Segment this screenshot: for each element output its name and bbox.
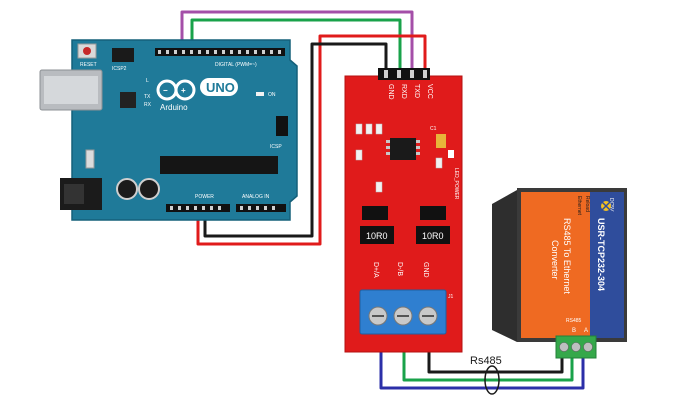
diode-1: [362, 206, 388, 220]
wire-green-txd: [190, 18, 402, 76]
converter-case-side: [492, 190, 517, 342]
converter-reload-label: Reload: [584, 196, 590, 212]
terminal-b-label: D-/B: [396, 262, 403, 276]
uno-badge: [200, 78, 238, 96]
icsp-header: [276, 116, 288, 136]
max485-chip: [390, 138, 416, 160]
converter-a-label: A: [584, 328, 588, 334]
converter-orange-face: [521, 192, 590, 338]
arduino-uno-board: RESET ICSP2 DIGITAL (PWM=~) − + Arduino …: [39, 39, 298, 221]
wire-purple-rxd: [180, 10, 414, 76]
led-power-label: LED_POWER: [453, 168, 459, 200]
wire-green-b: [402, 335, 574, 382]
power-header: [166, 204, 230, 212]
converter-rs485-label: RS485: [566, 318, 582, 324]
wire-black-gnd: [203, 42, 388, 238]
arduino-brand: Arduino: [160, 103, 188, 112]
rs485-pin-header: [378, 68, 430, 80]
rx-led-label: RX: [144, 102, 152, 108]
wire-black-gnd2: [427, 335, 564, 374]
terminal-gnd-label: GND: [422, 262, 429, 278]
bus-ellipse: [484, 365, 500, 395]
icsp2-header: [112, 48, 134, 62]
arduino-logo: − +: [156, 79, 196, 101]
wires: [180, 10, 585, 390]
power-label: POWER: [195, 194, 214, 200]
icsp2-label: ICSP2: [112, 66, 127, 72]
resistor-b-label: 10R0: [422, 231, 444, 241]
l-led-label: L: [146, 78, 149, 84]
on-led-label: ON: [268, 92, 276, 98]
crystal: [85, 149, 95, 169]
pin-txd-label: TXD: [413, 84, 420, 98]
svg-text:−: −: [163, 86, 168, 95]
capacitor-2: [138, 178, 160, 200]
screw-terminals: [368, 306, 438, 326]
capacitor-1: [116, 178, 138, 200]
converter-desc-2: Converter: [550, 240, 560, 280]
resistor-b: [416, 226, 450, 244]
atmega-chip: [160, 156, 278, 174]
terminal-a-label: D+/A: [372, 262, 379, 278]
bus-label: Rs485: [470, 355, 502, 367]
analog-header: [236, 204, 286, 212]
pin-gnd-label: GND: [387, 84, 394, 100]
arduino-pcb: [71, 39, 298, 221]
resistor-a: [360, 226, 394, 244]
usb-chip: [120, 92, 136, 108]
digital-label: DIGITAL (PWM=~): [215, 62, 257, 68]
rs485-bus-annotation: Rs485: [470, 355, 502, 395]
rs485-module: GND RXD TXD VCC C1 LED_POWER 10R0 10R0: [344, 68, 463, 353]
icsp-label: ICSP: [270, 144, 282, 150]
usr-logo-icon: [600, 200, 612, 212]
svg-text:+: +: [181, 86, 186, 95]
converter-model: USR-TCP232-304: [596, 218, 606, 291]
reset-label: RESET: [80, 62, 97, 68]
digital-pins: [158, 50, 281, 54]
j1-label: J1: [448, 294, 454, 300]
power-led: [448, 150, 454, 158]
analog-label: ANALOG IN: [242, 194, 270, 200]
resistor-a-label: 10R0: [366, 231, 388, 241]
diode-2: [420, 206, 446, 220]
converter-desc-1: RS485 To Ethernet: [562, 218, 572, 294]
c1-label: C1: [430, 126, 437, 132]
pin-vcc-label: VCC: [426, 84, 433, 99]
converter-dc-label: DC5V: [608, 198, 614, 212]
wire-blue-a: [379, 335, 585, 390]
tx-led-label: TX: [144, 94, 151, 100]
digital-header: [155, 48, 285, 56]
arduino-model: UNO: [206, 80, 235, 95]
pin-rxd-label: RXD: [400, 84, 407, 99]
c1-capacitor: [436, 134, 446, 148]
converter-blue-face: [590, 192, 624, 338]
converter-ethernet-label: Ethernet: [576, 196, 582, 216]
wire-red-vcc: [196, 34, 427, 246]
converter-b-label: B: [572, 328, 576, 334]
usr-converter: USR-TCP232-304 RS485 To Ethernet Convert…: [492, 188, 627, 359]
